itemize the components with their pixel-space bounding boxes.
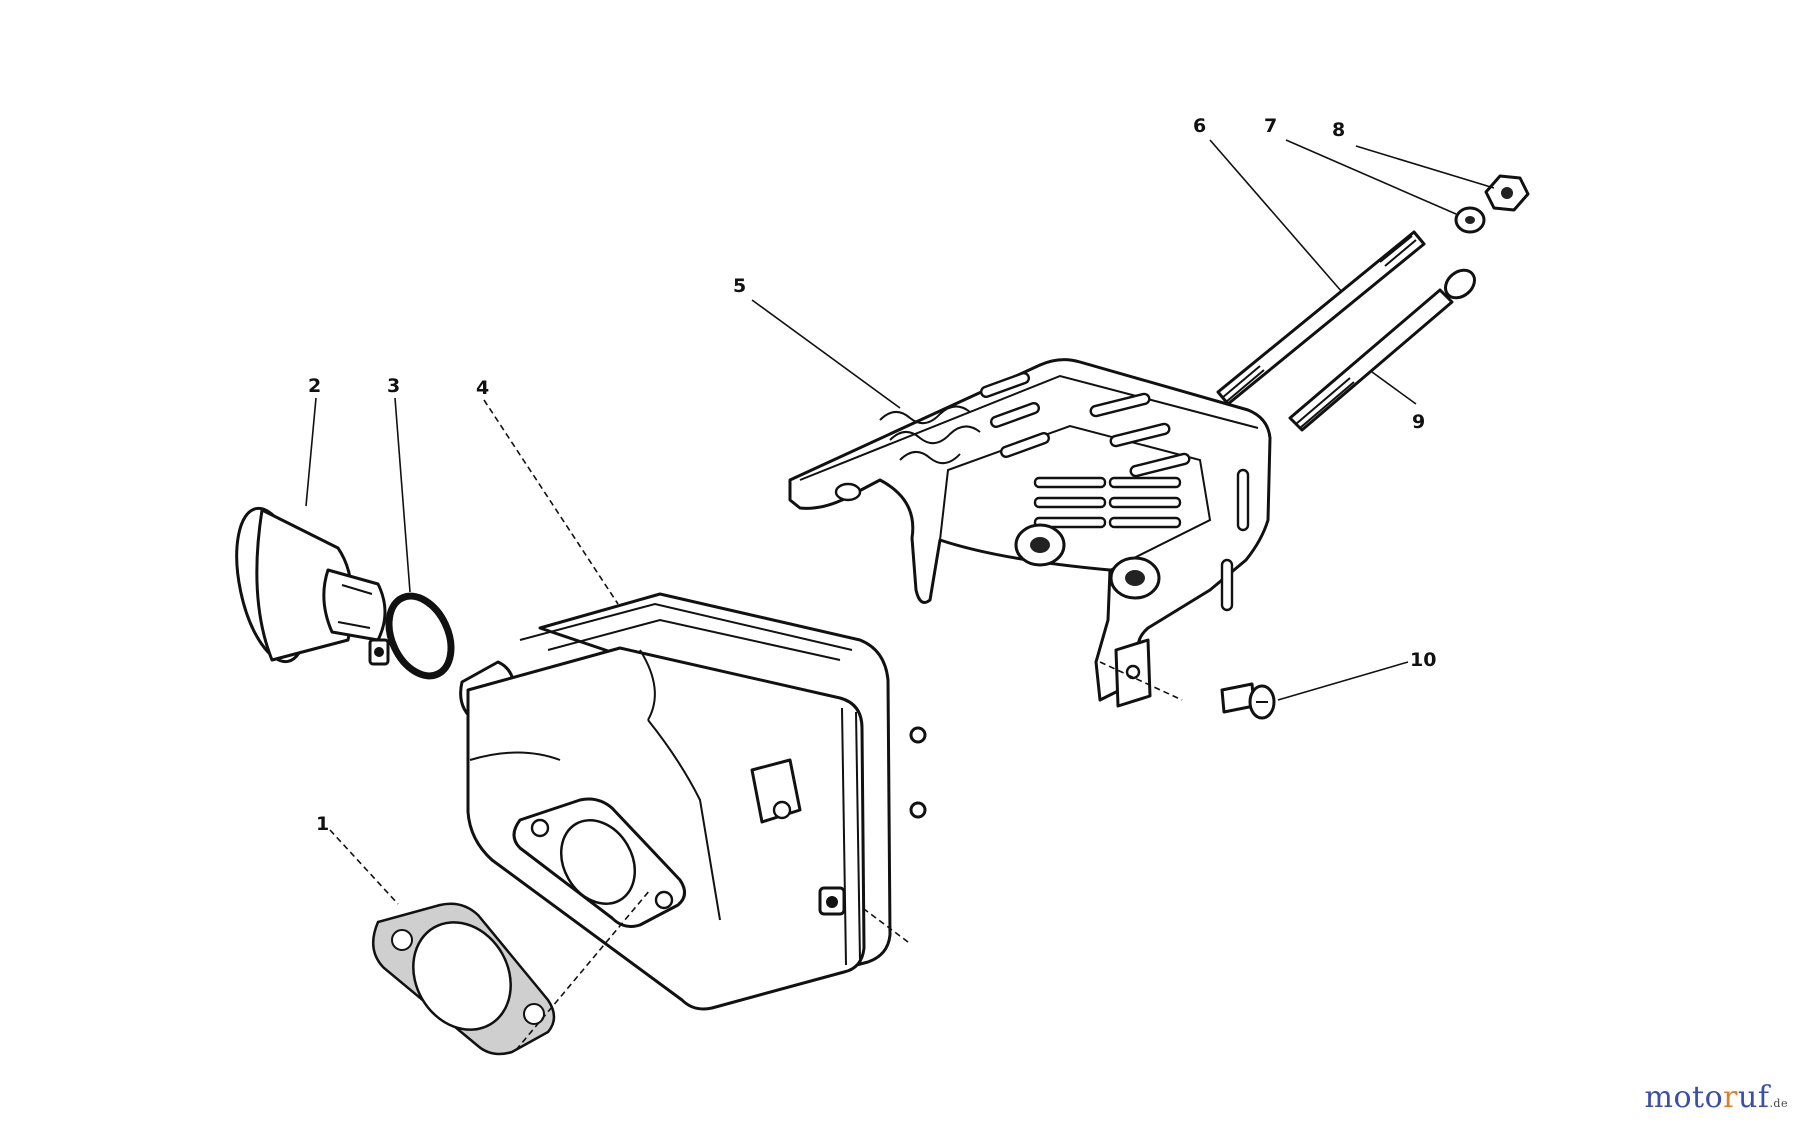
callout-7: 7 [1264, 115, 1277, 137]
callout-2: 2 [308, 375, 321, 397]
callout-1: 1 [316, 813, 329, 835]
stud-part [1216, 230, 1426, 406]
callout-8: 8 [1332, 119, 1345, 141]
callout-10: 10 [1410, 649, 1436, 671]
callout-6: 6 [1193, 115, 1206, 137]
callout-9: 9 [1412, 411, 1425, 433]
watermark-part-4: .de [1769, 1097, 1788, 1110]
bolt-part [1288, 268, 1476, 432]
deflector-part [235, 506, 387, 664]
watermark-part-2: r [1723, 1080, 1738, 1115]
muffler-part [459, 592, 927, 1011]
callout-4: 4 [476, 377, 489, 399]
clamp-part [368, 592, 455, 680]
callouts: 1 2 3 4 5 6 7 8 9 10 [308, 115, 1436, 835]
gasket-part [371, 902, 556, 1056]
watermark-part-1: moto [1644, 1080, 1724, 1115]
leader-lines [305, 139, 1495, 1051]
heat-shield-part [788, 358, 1272, 708]
callout-5: 5 [733, 275, 746, 297]
watermark-logo: motoruf.de [1645, 1080, 1788, 1115]
washer-part [1454, 206, 1486, 234]
callout-3: 3 [387, 375, 400, 397]
watermark-part-3: uf [1738, 1080, 1770, 1115]
nut-part [1484, 174, 1530, 212]
screw-part [1220, 682, 1276, 720]
